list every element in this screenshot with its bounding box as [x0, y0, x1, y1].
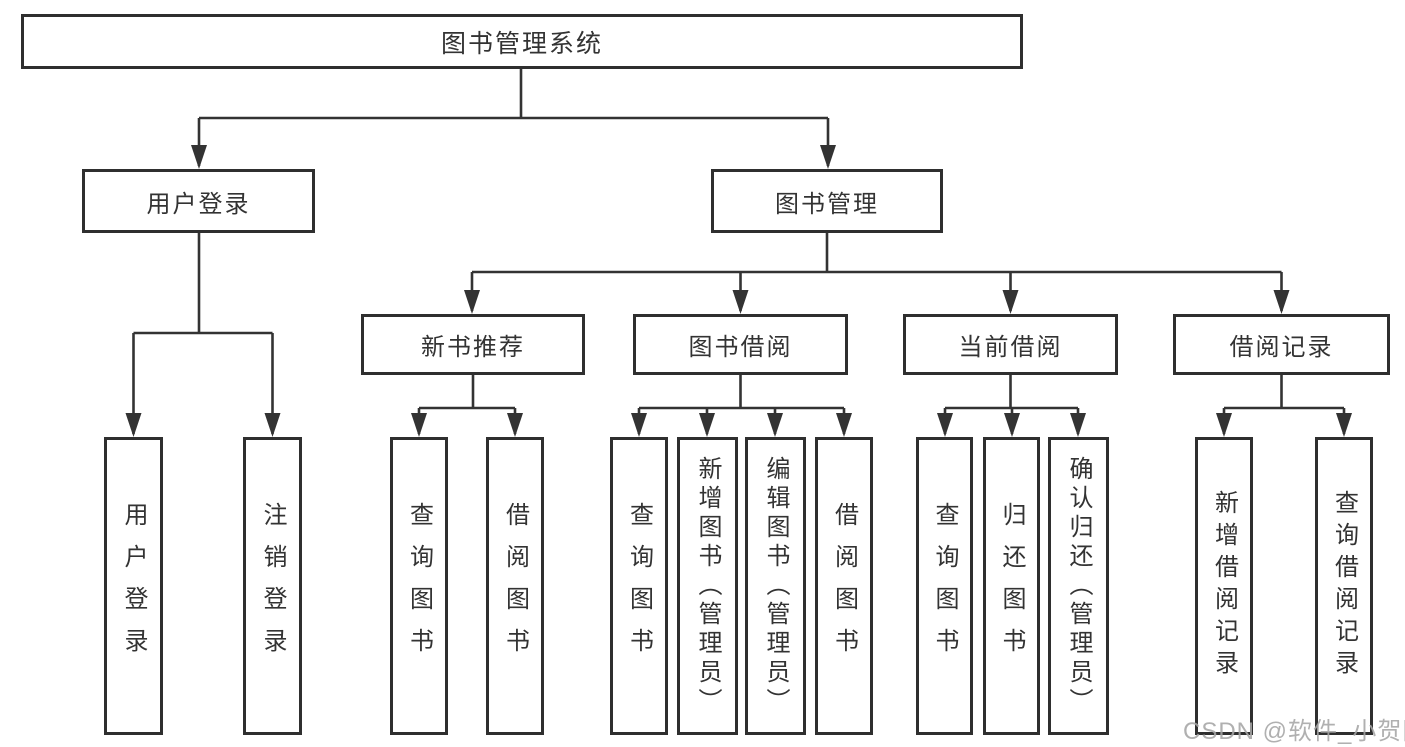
- arrowhead-icon: [191, 145, 207, 169]
- connector-book-management: [464, 233, 1290, 314]
- connector-book-borrowing: [631, 375, 852, 437]
- arrowhead-icon: [411, 413, 427, 437]
- arrowhead-icon: [631, 413, 647, 437]
- arrowhead-icon: [1002, 290, 1019, 314]
- node-leaf-edit-book-admin: 编辑图书（管理员）: [745, 437, 806, 735]
- node-leaf-query-borrow-record: 查询借阅记录: [1315, 437, 1373, 735]
- node-leaf-return-books: 归还图书: [983, 437, 1040, 735]
- arrowhead-icon: [1273, 290, 1290, 314]
- arrowhead-icon: [464, 290, 480, 314]
- arrowhead-icon: [767, 413, 783, 437]
- connector-current-borrowing: [937, 375, 1086, 437]
- arrowhead-icon: [264, 413, 281, 437]
- arrowhead-icon: [732, 290, 749, 314]
- node-leaf-add-book-admin: 新增图书（管理员）: [677, 437, 738, 735]
- node-leaf-borrow-books: 借阅图书: [815, 437, 873, 735]
- arrowhead-icon: [937, 413, 953, 437]
- node-leaf-user-login: 用户登录: [104, 437, 163, 735]
- node-leaf-query-books-recommend: 查询图书: [390, 437, 448, 735]
- arrowhead-icon: [699, 413, 715, 437]
- node-book-management: 图书管理: [711, 169, 943, 233]
- node-new-book-recommendation: 新书推荐: [361, 314, 585, 375]
- node-root: 图书管理系统: [21, 14, 1023, 69]
- connector-new-book-recommendation: [411, 375, 523, 437]
- arrowhead-icon: [1004, 413, 1020, 437]
- arrowhead-icon: [1336, 413, 1352, 437]
- node-leaf-confirm-return-admin: 确认归还（管理员）: [1048, 437, 1109, 735]
- connector-borrowing-records: [1216, 375, 1352, 437]
- arrowhead-icon: [507, 413, 523, 437]
- arrowhead-icon: [125, 413, 142, 437]
- arrowhead-icon: [1070, 413, 1086, 437]
- arrowhead-icon: [1216, 413, 1232, 437]
- connector-user-login: [125, 233, 281, 437]
- node-leaf-logout: 注销登录: [243, 437, 302, 735]
- arrowhead-icon: [836, 413, 852, 437]
- connector-root: [191, 67, 836, 169]
- node-leaf-borrow-books-recommend: 借阅图书: [486, 437, 544, 735]
- csdn-watermark: CSDN @软件_小贺同学: [1183, 718, 1405, 745]
- node-leaf-add-borrow-record: 新增借阅记录: [1195, 437, 1253, 735]
- node-book-borrowing: 图书借阅: [633, 314, 848, 375]
- node-leaf-query-books-current: 查询图书: [916, 437, 973, 735]
- node-leaf-query-books-borrow: 查询图书: [610, 437, 668, 735]
- node-user-login: 用户登录: [82, 169, 315, 233]
- node-current-borrowing: 当前借阅: [903, 314, 1118, 375]
- arrowhead-icon: [820, 145, 836, 169]
- node-borrowing-records: 借阅记录: [1173, 314, 1390, 375]
